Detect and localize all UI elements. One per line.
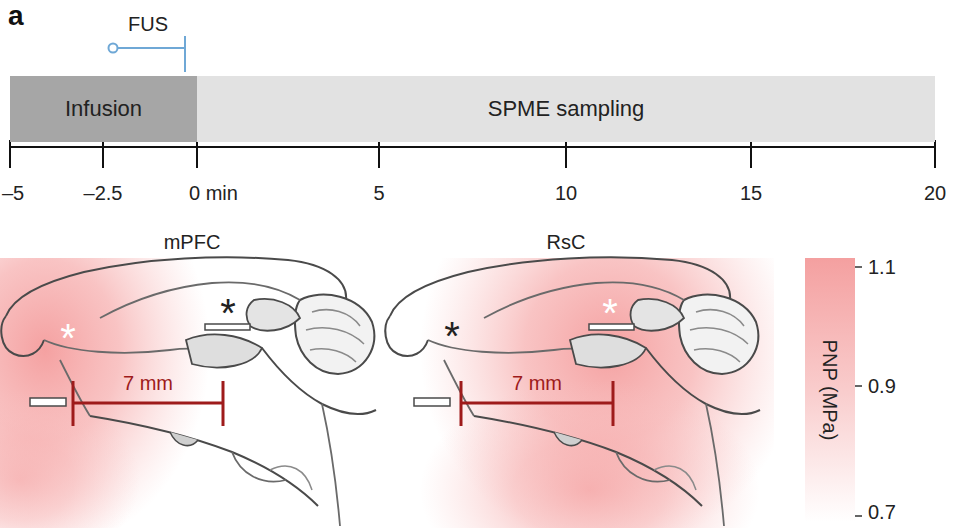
figure-part bbox=[460, 381, 463, 426]
figure-part bbox=[10, 146, 936, 148]
figure-part bbox=[612, 381, 615, 426]
figure-part bbox=[102, 140, 104, 168]
figure-part bbox=[461, 402, 613, 405]
colour-bar-title: PNP (MPa) bbox=[819, 340, 841, 441]
fus-label: FUS bbox=[128, 13, 168, 35]
tick-label: –5 bbox=[2, 182, 24, 204]
figure-part bbox=[0, 390, 140, 528]
colour-bar-tick: 0.9 bbox=[868, 375, 896, 397]
figure-part bbox=[184, 36, 186, 72]
tick-label: 5 bbox=[373, 182, 384, 204]
colour-bar-tick: 0.7 bbox=[868, 501, 896, 523]
figure-part bbox=[855, 266, 862, 268]
sampling-band: SPME sampling bbox=[197, 76, 935, 142]
figure-part bbox=[222, 381, 225, 426]
brain-section bbox=[385, 257, 760, 526]
panel-title: mPFC bbox=[164, 231, 221, 253]
figure-part bbox=[805, 258, 855, 522]
figure-part bbox=[109, 44, 118, 53]
figure-part bbox=[420, 380, 760, 528]
tick-label: 10 bbox=[555, 182, 577, 204]
panel-letter: a bbox=[8, 1, 24, 32]
tick-label: 0 min bbox=[189, 182, 238, 204]
colour-bar-tick: 1.1 bbox=[868, 256, 896, 278]
target-asterisk: * bbox=[220, 293, 236, 333]
figure-part bbox=[9, 140, 11, 168]
figure-part bbox=[72, 381, 75, 426]
tick-label: 15 bbox=[740, 182, 762, 204]
figure-part bbox=[73, 402, 223, 405]
brain-section bbox=[1, 257, 376, 526]
tick-label: –2.5 bbox=[84, 182, 123, 204]
target-asterisk: * bbox=[602, 293, 618, 333]
figure-part bbox=[855, 515, 862, 517]
scale-label: 7 mm bbox=[512, 372, 562, 394]
pressure-heatmap bbox=[0, 258, 210, 528]
time-axis bbox=[10, 140, 936, 168]
panel-title: RsC bbox=[547, 231, 586, 253]
scale-label: 7 mm bbox=[123, 372, 173, 394]
infusion-band: Infusion bbox=[10, 76, 197, 142]
figure-part bbox=[565, 140, 567, 168]
figure-part bbox=[750, 140, 752, 168]
figure-part bbox=[378, 140, 380, 168]
tick-label: 20 bbox=[924, 182, 946, 204]
target-asterisk: * bbox=[444, 316, 460, 356]
figure-part bbox=[118, 47, 186, 49]
figure-part bbox=[934, 140, 936, 168]
band-label: Infusion bbox=[65, 96, 142, 122]
figure-part bbox=[196, 140, 198, 168]
colour-bar bbox=[805, 258, 862, 522]
target-asterisk: * bbox=[60, 318, 76, 358]
figure-part bbox=[855, 385, 862, 387]
band-label: SPME sampling bbox=[488, 96, 645, 122]
fus-bracket bbox=[109, 36, 186, 72]
